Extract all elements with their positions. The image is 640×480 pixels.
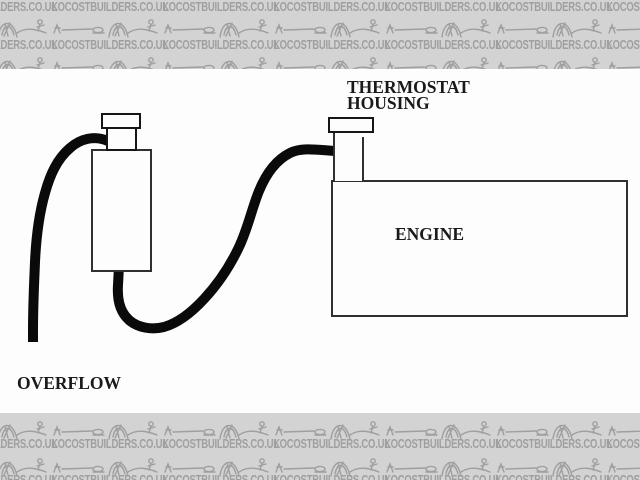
locost-car-sketch-icon bbox=[275, 19, 380, 38]
locost-car-sketch-icon bbox=[0, 19, 47, 38]
engine-block bbox=[331, 180, 628, 317]
watermark-text: LOCOSTBUILDERS.CO.UK bbox=[163, 37, 280, 52]
overflow-bottle-body bbox=[91, 149, 152, 272]
watermark-text: LOCOSTBUILDERS.CO.UK bbox=[274, 37, 391, 52]
locost-car-sketch-icon bbox=[608, 462, 640, 473]
watermark-text: LOCOSTBUILDERS.CO.UK bbox=[0, 37, 58, 52]
watermark-text: LOCOSTBUILDERS.CO.UK bbox=[274, 472, 391, 480]
locost-car-sketch-icon bbox=[54, 57, 156, 69]
locost-car-sketch-icon bbox=[386, 421, 491, 440]
watermark-text: LOCOSTBUILDERS.CO.UK bbox=[163, 436, 280, 451]
thermostat-label-line2: HOUSING bbox=[347, 93, 430, 113]
locost-car-sketch-icon bbox=[386, 458, 491, 477]
watermark-text: LOCOSTBUILDERS.CO.UK bbox=[274, 436, 391, 451]
watermark-text: LOCOSTBUILDERS.CO.UK bbox=[385, 0, 502, 14]
watermark-text: LOCOSTBUILDERS.CO.UK bbox=[274, 0, 391, 14]
thermostat-housing-neck-right-edge bbox=[362, 137, 364, 181]
watermark-text: LOCOSTBUILDERS.CO.UK bbox=[0, 436, 58, 451]
watermark-text: LOCOSTBUILDERS.CO.UK bbox=[496, 37, 613, 52]
thermostat-housing-neck bbox=[333, 131, 364, 181]
locost-car-sketch-icon bbox=[497, 19, 602, 38]
locost-car-sketch-icon bbox=[609, 61, 640, 69]
locost-car-sketch-icon bbox=[0, 57, 45, 69]
watermark-text: LOCOSTBUILDERS.CO.UK bbox=[163, 0, 280, 14]
top-watermark-banner: LOCOSTBUILDERS.CO.UKLOCOSTBUILDERS.CO.UK… bbox=[0, 0, 640, 69]
watermark-text: LOCOSTBUILDERS.CO.UK bbox=[607, 436, 640, 451]
thermostat-housing-cap bbox=[328, 117, 374, 133]
overflow-label: OVERFLOW bbox=[17, 373, 122, 393]
watermark-text: LOCOSTBUILDERS.CO.UK bbox=[385, 436, 502, 451]
locost-car-sketch-icon bbox=[165, 57, 267, 69]
locost-car-sketch-icon bbox=[608, 425, 640, 436]
locost-car-sketch-icon bbox=[497, 421, 602, 440]
locost-car-sketch-icon bbox=[164, 19, 269, 38]
watermark-text: LOCOSTBUILDERS.CO.UK bbox=[52, 0, 169, 14]
watermark-text: LOCOSTBUILDERS.CO.UK bbox=[0, 0, 58, 14]
engine-label: ENGINE bbox=[395, 224, 465, 244]
watermark-text: LOCOSTBUILDERS.CO.UK bbox=[607, 0, 640, 14]
watermark-text: LOCOSTBUILDERS.CO.UK bbox=[52, 472, 169, 480]
locost-car-sketch-icon bbox=[497, 458, 602, 477]
locost-car-sketch-icon bbox=[608, 23, 640, 34]
locost-car-sketch-icon bbox=[276, 57, 378, 69]
locost-car-sketch-icon bbox=[275, 458, 380, 477]
overflow-bottle-neck bbox=[106, 127, 137, 151]
locost-car-sketch-icon bbox=[0, 421, 47, 440]
watermark-text: LOCOSTBUILDERS.CO.UK bbox=[496, 0, 613, 14]
watermark-text: LOCOSTBUILDERS.CO.UK bbox=[0, 472, 58, 480]
locost-car-sketch-icon bbox=[386, 19, 491, 38]
watermark-text: LOCOSTBUILDERS.CO.UK bbox=[163, 472, 280, 480]
bottom-watermark-banner: LOCOSTBUILDERS.CO.UKLOCOSTBUILDERS.CO.UK… bbox=[0, 413, 640, 480]
watermark-text: LOCOSTBUILDERS.CO.UK bbox=[52, 436, 169, 451]
watermark-text: LOCOSTBUILDERS.CO.UK bbox=[385, 472, 502, 480]
locost-car-sketch-icon bbox=[53, 19, 158, 38]
locost-car-sketch-icon bbox=[275, 421, 380, 440]
locost-car-sketch-icon bbox=[164, 458, 269, 477]
watermark-text: LOCOSTBUILDERS.CO.UK bbox=[607, 37, 640, 52]
watermark-text: LOCOSTBUILDERS.CO.UK bbox=[385, 37, 502, 52]
locost-car-sketch-icon bbox=[0, 458, 47, 477]
locost-car-sketch-icon bbox=[498, 57, 600, 69]
thermostat-housing-label: THERMOSTAT HOUSING bbox=[347, 77, 470, 113]
watermark-text: LOCOSTBUILDERS.CO.UK bbox=[52, 37, 169, 52]
locost-car-sketch-icon bbox=[387, 57, 489, 69]
locost-car-sketch-icon bbox=[53, 421, 158, 440]
overflow-bottle-cap bbox=[101, 113, 141, 129]
locost-car-sketch-icon bbox=[164, 421, 269, 440]
thermostat-label-line1: THERMOSTAT bbox=[347, 77, 470, 97]
locost-car-sketch-icon bbox=[53, 458, 158, 477]
watermark-text: LOCOSTBUILDERS.CO.UK bbox=[607, 472, 640, 480]
watermark-text: LOCOSTBUILDERS.CO.UK bbox=[496, 436, 613, 451]
watermark-text: LOCOSTBUILDERS.CO.UK bbox=[496, 472, 613, 480]
